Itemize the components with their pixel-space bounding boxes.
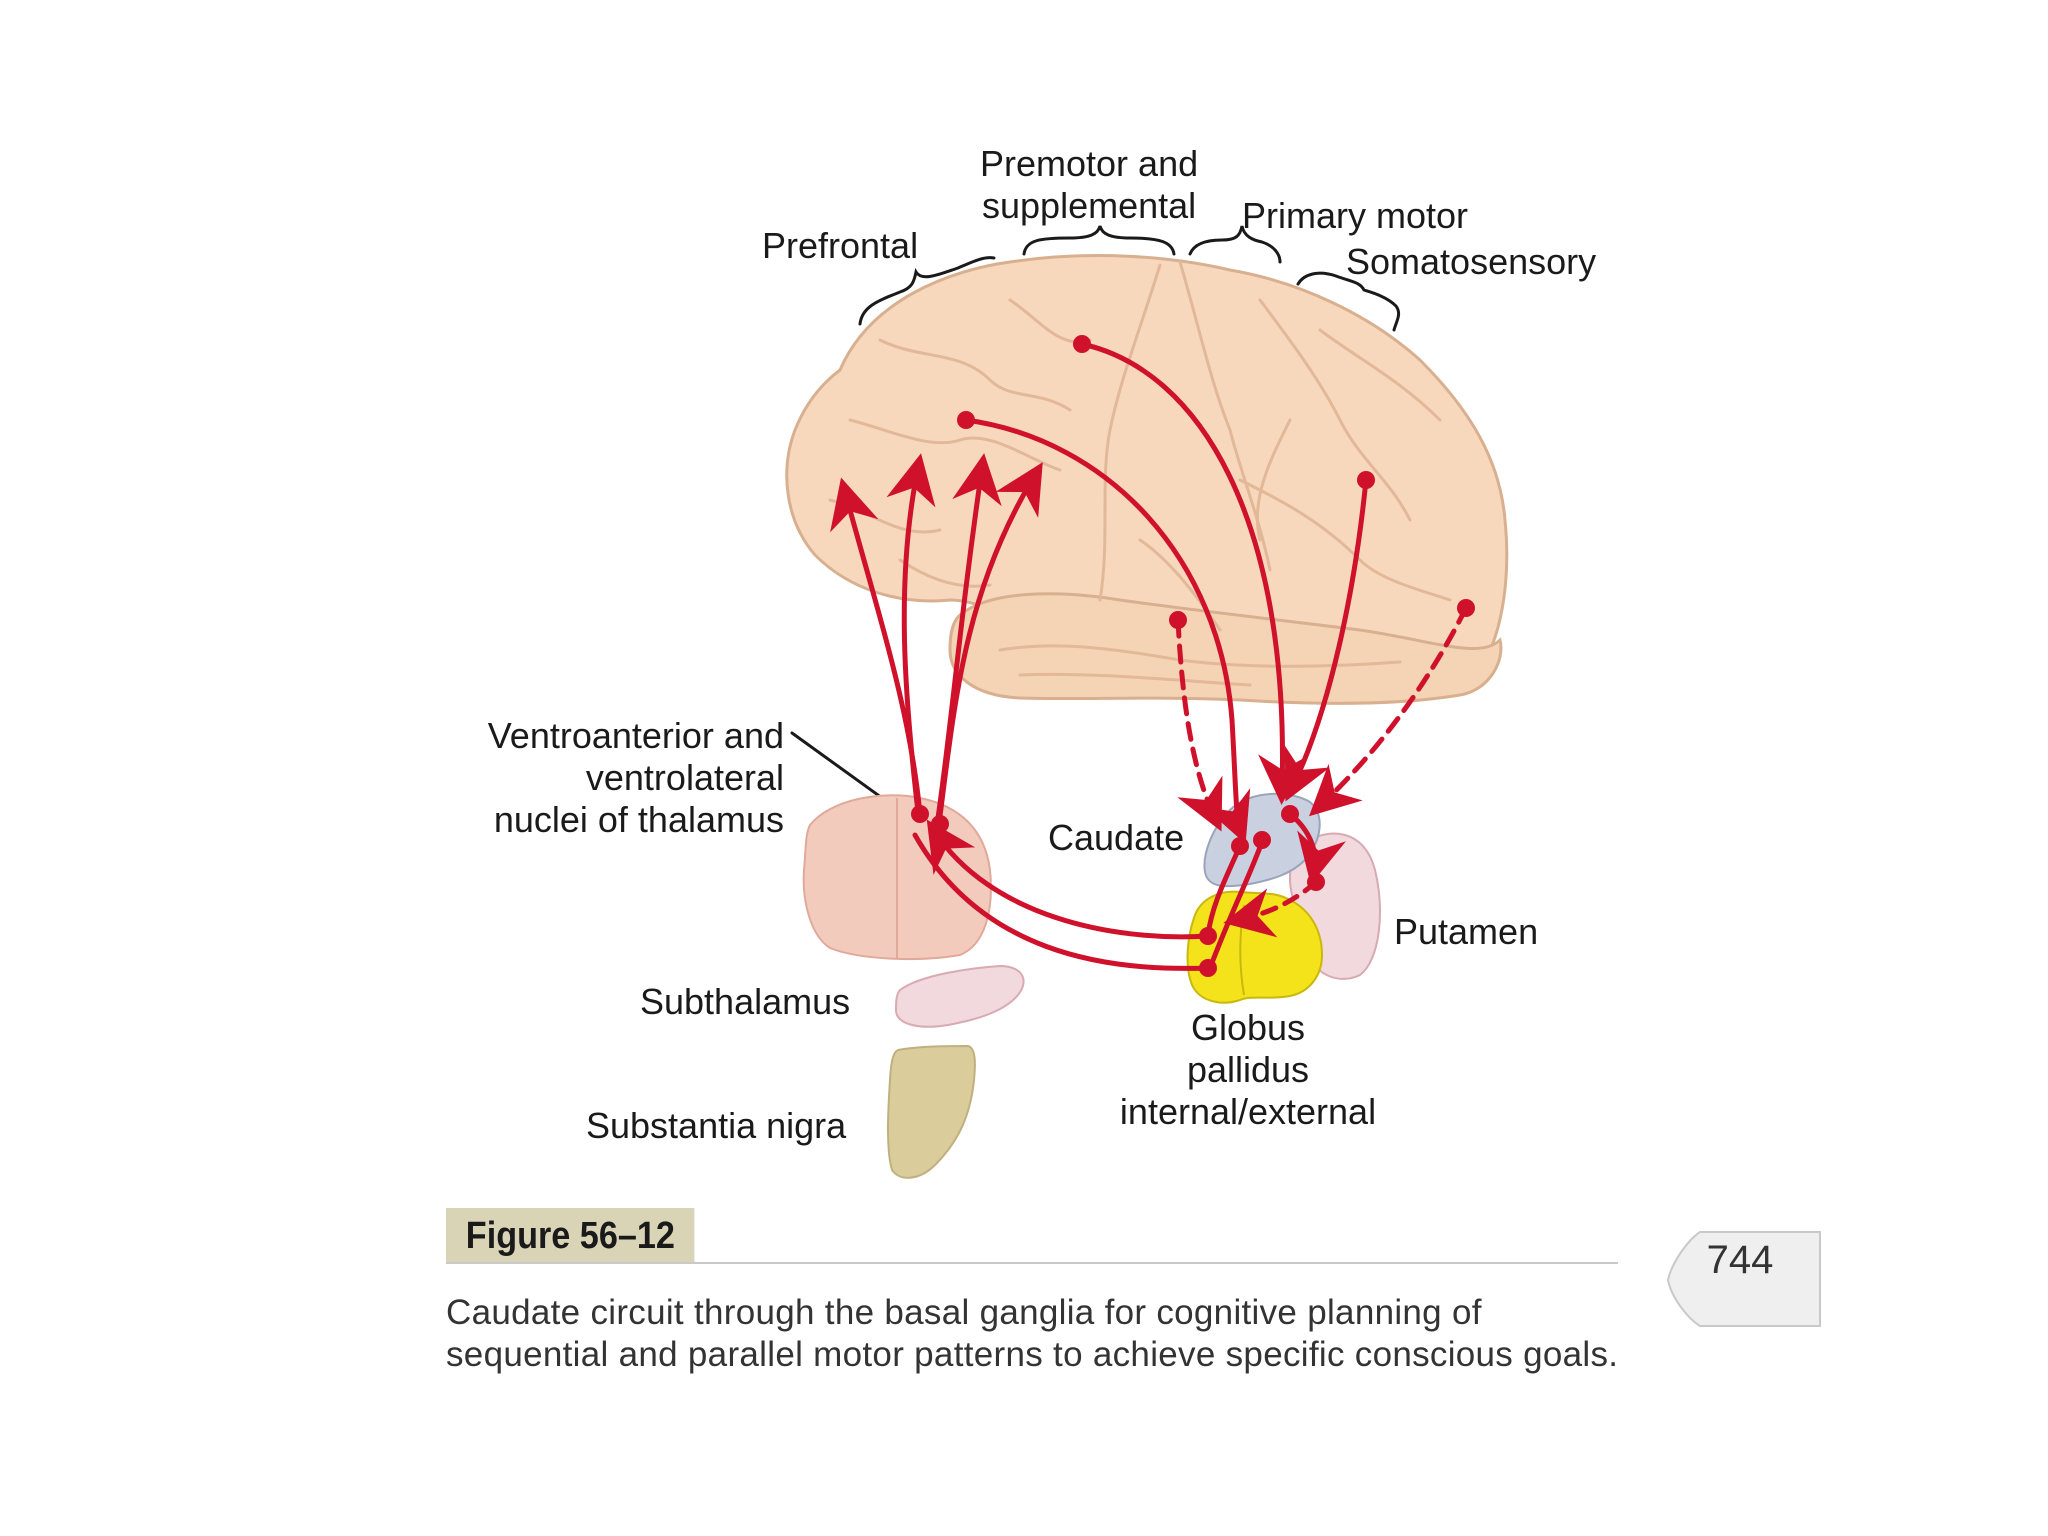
pathway-nodes	[911, 335, 1475, 977]
label-putamen: Putamen	[1394, 911, 1538, 952]
figure-caption: Caudate circuit through the basal gangli…	[446, 1293, 1619, 1374]
label-somatosensory: Somatosensory	[1346, 241, 1596, 282]
label-thalamus-line1: Ventroanterior and	[488, 715, 784, 756]
thalamus-to-prefrontal-arrow-4	[937, 462, 1043, 819]
label-globus-line1: Globus	[1191, 1007, 1305, 1048]
premotor-bracket	[1022, 225, 1176, 256]
substantia-nigra-shape	[887, 1044, 976, 1179]
label-globus-line2: pallidus	[1187, 1049, 1309, 1090]
label-substantia-nigra: Substantia nigra	[586, 1105, 847, 1146]
primary-motor-bracket	[1188, 225, 1282, 264]
thalamus-to-prefrontal-arrow-2	[886, 453, 936, 815]
node-primary-motor	[1357, 471, 1375, 489]
figure-divider	[446, 1262, 1618, 1264]
label-subthalamus: Subthalamus	[640, 981, 850, 1022]
page-number-tab	[1666, 1231, 1821, 1327]
globus-to-thalamus-pathway-1	[926, 819, 1211, 940]
globus-pallidus-shape	[1186, 890, 1324, 1004]
node-sensory-2	[1457, 599, 1475, 617]
brain-gyri	[828, 260, 1452, 687]
label-premotor-line1: Premotor and	[980, 143, 1198, 184]
sensory-to-caudate-dashed-1	[1175, 617, 1223, 832]
node-premotor	[1073, 335, 1091, 353]
label-thalamus-line3: nuclei of thalamus	[494, 799, 784, 840]
node-caudate-2	[1253, 831, 1271, 849]
caudate-to-globus-pathway-2	[1207, 839, 1265, 971]
label-caudate: Caudate	[1048, 817, 1184, 858]
prefrontal-bracket	[858, 256, 996, 326]
page-number: 744	[1706, 1238, 1774, 1282]
node-globus-2	[1199, 959, 1217, 977]
label-globus-line3: internal/external	[1120, 1091, 1376, 1132]
label-primary-motor: Primary motor	[1242, 195, 1468, 236]
figure-number: Figure 56–12	[465, 1214, 675, 1257]
label-prefrontal: Prefrontal	[762, 225, 918, 266]
node-caudate-3	[1281, 805, 1299, 823]
node-thalamus-2	[931, 815, 949, 833]
prefrontal-to-caudate-pathway	[963, 417, 1251, 844]
somatosensory-bracket	[1296, 271, 1401, 332]
brain-cortex	[785, 254, 1509, 705]
diagram-labels: Premotor and supplemental Primary motor …	[488, 143, 1596, 1146]
node-sensory-1	[1169, 611, 1187, 629]
label-thalamus-line2: ventrolateral	[586, 757, 784, 798]
subthalamus-shape	[894, 964, 1025, 1028]
node-globus-1	[1199, 927, 1217, 945]
node-prefrontal	[957, 411, 975, 429]
premotor-to-caudate-pathway	[1079, 341, 1309, 805]
globus-to-thalamus-pathway-2	[912, 832, 1211, 971]
node-thalamus-1	[911, 805, 929, 823]
sensory-to-caudate-dashed-2	[1309, 605, 1469, 817]
figure-number-tab: Figure 56–12	[446, 1208, 695, 1264]
node-caudate-1	[1231, 837, 1249, 855]
label-premotor-line2: supplemental	[982, 185, 1196, 226]
putamen-to-globus-dashed	[1223, 879, 1319, 938]
primary-motor-to-caudate-pathway	[1284, 477, 1369, 802]
caudate-to-globus-pathway-1	[1205, 843, 1243, 938]
node-putamen	[1307, 873, 1325, 891]
